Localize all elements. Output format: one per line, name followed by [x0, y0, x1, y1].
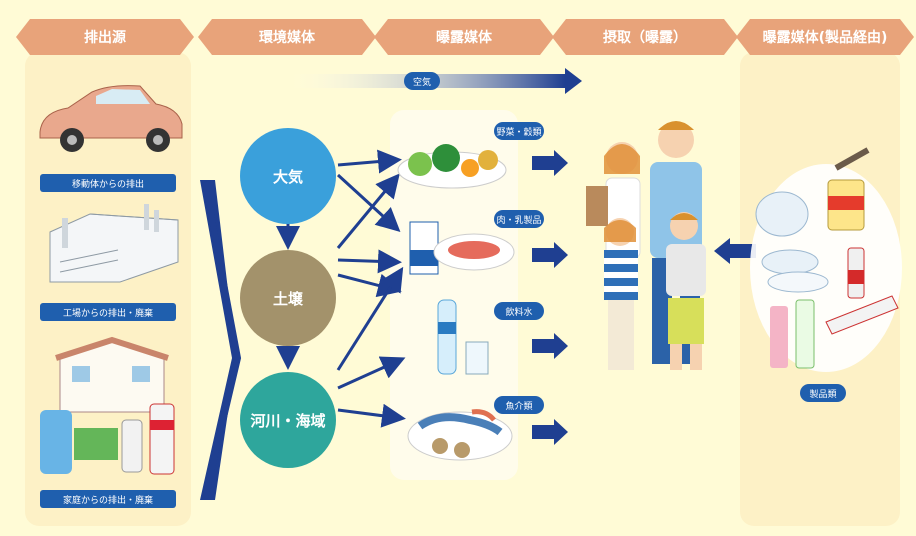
- media-soil-circle: 土壌: [240, 250, 336, 346]
- header-product-exposure: 曝露媒体(製品経由): [736, 19, 914, 55]
- media-air-circle: 大気: [240, 128, 336, 224]
- exposure-to-person-arrows: [532, 150, 756, 445]
- source-label-factory: 工場からの排出・廃棄: [40, 303, 176, 321]
- exposure-label-vegetables: 野菜・穀類: [494, 122, 544, 140]
- factory-illustration: [49, 204, 179, 283]
- products-illustration: [750, 147, 902, 372]
- source-label-vehicle: 移動体からの排出: [40, 174, 176, 192]
- source-label-household: 家庭からの排出・廃棄: [40, 490, 176, 508]
- media-water-circle: 河川・海域: [240, 372, 336, 468]
- car-illustration: [39, 85, 183, 152]
- meat-illustration: [409, 221, 515, 275]
- header-exposure-media: 曝露媒体: [374, 19, 554, 55]
- header-environment-media: 環境媒体: [198, 19, 376, 55]
- products-label: 製品類: [800, 384, 846, 402]
- house-illustration: [40, 336, 175, 475]
- family-illustration: [586, 121, 706, 370]
- exposure-label-meat-dairy: 肉・乳製品: [494, 210, 544, 228]
- seafood-illustration: [407, 409, 513, 461]
- air-label: 空気: [404, 72, 440, 90]
- header-intake: 摂取（曝露）: [552, 19, 738, 55]
- vegetables-illustration: [397, 144, 507, 189]
- exposure-label-drinking-water: 飲料水: [494, 302, 544, 320]
- exposure-label-seafood: 魚介類: [494, 396, 544, 414]
- media-to-exposure-arrows: [336, 149, 406, 428]
- water-illustration: [437, 299, 489, 375]
- header-sources: 排出源: [16, 19, 194, 55]
